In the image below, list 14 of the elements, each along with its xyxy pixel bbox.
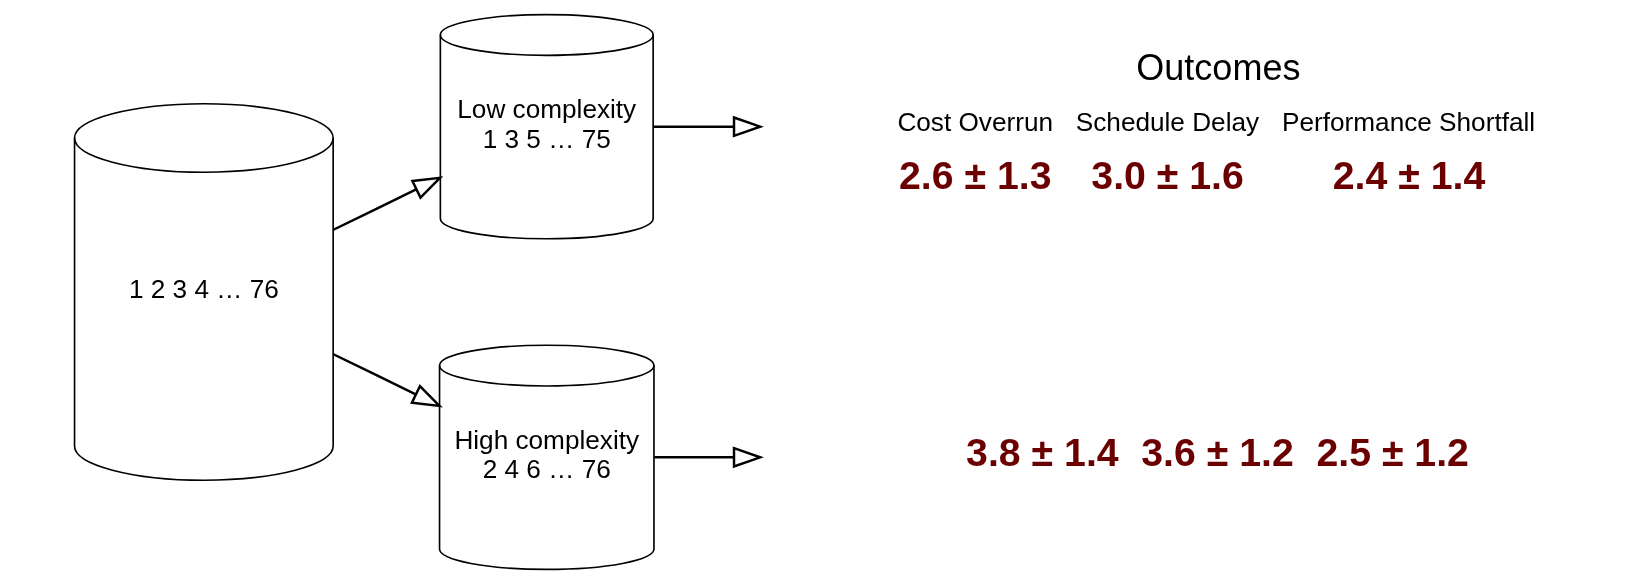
label: Performance Shortfall — [1282, 107, 1536, 138]
label: 3.0 ± 1.6 — [1091, 153, 1244, 198]
label: 2.6 ± 1.3 — [899, 153, 1052, 198]
label: 3.8 ± 1.4 — [966, 429, 1119, 474]
label: 2.5 ± 1.2 — [1316, 429, 1469, 474]
label: 2.4 ± 1.4 — [1332, 153, 1486, 198]
label: Outcomes — [1136, 47, 1301, 89]
arrow — [653, 115, 764, 138]
label: Schedule Delay — [1075, 107, 1260, 138]
label: Cost Overrun — [897, 107, 1054, 138]
arrow — [654, 446, 764, 469]
arrow — [332, 176, 444, 231]
arrow — [332, 353, 443, 408]
label: 3.6 ± 1.2 — [1141, 429, 1294, 474]
